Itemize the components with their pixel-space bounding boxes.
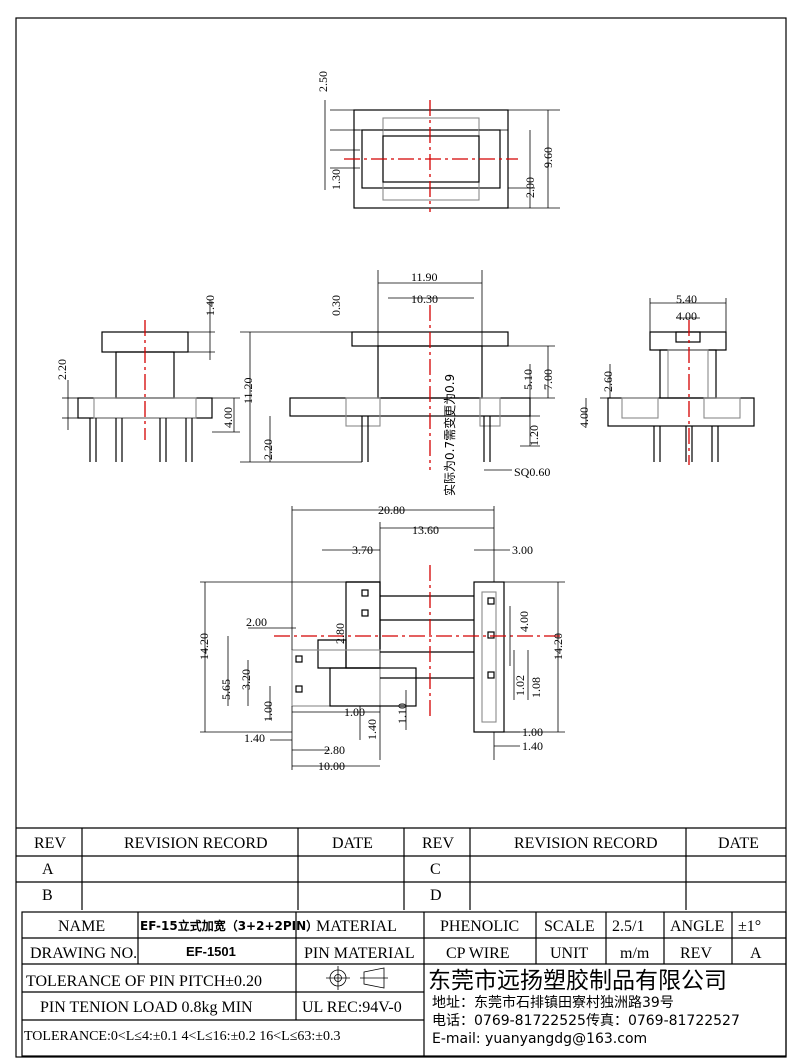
- bottom-dim-15: 1.10: [395, 703, 409, 724]
- rev-value: A: [750, 945, 762, 962]
- bottom-dim-13: 1.00: [344, 705, 365, 719]
- bottom-dim-10: 5.65: [219, 679, 233, 700]
- front-dim-1: 11.90: [411, 270, 438, 284]
- front-dim-9: SQ0.60: [514, 465, 550, 479]
- angle-label: ANGLE: [670, 918, 724, 935]
- bottom-dim-18: 10.00: [318, 759, 345, 773]
- bottom-dim-5: 2.00: [246, 615, 267, 629]
- company-name: 东莞市远扬塑胶制品有限公司: [428, 968, 727, 994]
- bottom-dim-7: 14.20: [197, 633, 211, 660]
- unit-label: UNIT: [550, 945, 588, 962]
- bottom-dim-22: 1.40: [522, 739, 543, 753]
- top-dim-2: 1.30: [329, 169, 343, 190]
- company-phone: 电话：0769-81722525传真：0769-81722527: [432, 1013, 740, 1029]
- name-label: NAME: [58, 918, 105, 935]
- material-label: MATERIAL: [316, 918, 397, 935]
- top-dim-1: 2.50: [316, 71, 330, 92]
- front-dim-4: 11.20: [241, 377, 255, 404]
- bottom-dim-12: 1.00: [261, 701, 275, 722]
- rev-header-left: REV: [34, 835, 66, 852]
- front-dim-2: 10.30: [411, 292, 438, 306]
- revision-record-header-right: REVISION RECORD: [514, 835, 658, 852]
- pin-tension: PIN TENION LOAD 0.8kg MIN: [40, 999, 253, 1016]
- drawing-no-value: EF-1501: [186, 944, 236, 959]
- bottom-dim-20: 1.08: [529, 677, 543, 698]
- bottom-dim-2: 13.60: [412, 523, 439, 537]
- rev-label: REV: [680, 945, 712, 962]
- company-address: 地址：东莞市石排镇田寮村独洲路39号: [432, 994, 674, 1011]
- right-dim-3: 2.60: [601, 371, 615, 392]
- top-dim-3: 9.60: [541, 147, 555, 168]
- pin-material-value: CP WIRE: [446, 945, 510, 962]
- drawing-no-label: DRAWING NO.: [30, 945, 137, 962]
- right-view: 5.40 4.00 2.60 4.00: [577, 292, 755, 465]
- tolerance-general: TOLERANCE:0<L≤4:±0.1 4<L≤16:±0.2 16<L≤63…: [24, 1029, 340, 1044]
- right-dim-4: 4.00: [577, 407, 591, 428]
- pin-material-label: PIN MATERIAL: [304, 945, 415, 962]
- name-value: EF-15立式加宽（3+2+2PIN）: [140, 918, 318, 933]
- rev-row-a: A: [42, 861, 54, 878]
- bottom-dim-11: 3.20: [239, 669, 253, 690]
- scale-value: 2.5/1: [612, 918, 644, 935]
- date-header-right: DATE: [718, 835, 759, 852]
- bottom-dim-6: 2.80: [333, 623, 347, 644]
- front-dim-3: 0.30: [329, 295, 343, 316]
- rev-row-c: C: [430, 861, 441, 878]
- bottom-dim-4: 3.00: [512, 543, 533, 557]
- title-block: NAME EF-15立式加宽（3+2+2PIN） MATERIAL PHENOL…: [21, 911, 787, 1057]
- bottom-view: 20.80 13.60 3.70 3.00 2.00 2.80 14.20 4.…: [197, 503, 565, 773]
- projection-symbol-icon: [326, 966, 388, 990]
- unit-value: m/m: [620, 945, 650, 962]
- rev-header-right: REV: [422, 835, 454, 852]
- bottom-dim-14: 1.40: [365, 719, 379, 740]
- top-dim-4: 2.00: [523, 177, 537, 198]
- angle-value: ±1°: [738, 918, 761, 935]
- left-view: 1.40 2.20 4.00: [55, 295, 240, 462]
- ul-rec: UL REC:94V-0: [302, 999, 402, 1016]
- bottom-dim-9: 14.20: [551, 633, 565, 660]
- rev-row-d: D: [430, 887, 442, 904]
- bottom-dim-16: 1.40: [244, 731, 265, 745]
- right-dim-1: 5.40: [676, 292, 697, 306]
- left-dim-1: 1.40: [203, 295, 217, 316]
- front-dim-7: 7.00: [541, 369, 555, 390]
- revision-table: REV REVISION RECORD DATE REV REVISION RE…: [16, 827, 786, 910]
- front-dim-8: 1.20: [527, 425, 541, 446]
- material-value: PHENOLIC: [440, 918, 519, 935]
- bottom-dim-8: 4.00: [517, 611, 531, 632]
- top-view: 2.50 1.30 9.60 2.00: [316, 71, 560, 212]
- bottom-dim-3: 3.70: [352, 543, 373, 557]
- rev-row-b: B: [42, 887, 53, 904]
- bottom-dim-21: 1.00: [522, 725, 543, 739]
- scale-label: SCALE: [544, 918, 595, 935]
- left-dim-2: 2.20: [55, 359, 69, 380]
- front-view: 11.90 10.30 0.30 11.20 2.20 5.10 7.00 1.…: [240, 270, 555, 496]
- tolerance-pitch: TOLERANCE OF PIN PITCH±0.20: [26, 973, 262, 990]
- bottom-dim-17: 2.80: [324, 743, 345, 757]
- sheet-border: [15, 17, 787, 1058]
- date-header-left: DATE: [332, 835, 373, 852]
- front-note: 实际为0.7需变更为0.9: [442, 374, 457, 496]
- front-dim-6: 5.10: [521, 369, 535, 390]
- bottom-dim-1: 20.80: [378, 503, 405, 517]
- left-dim-3: 4.00: [221, 407, 235, 428]
- bottom-dim-19: 1.02: [513, 675, 527, 696]
- revision-record-header-left: REVISION RECORD: [124, 835, 268, 852]
- company-email: E-mail: yuanyangdg@163.com: [432, 1031, 647, 1047]
- right-dim-2: 4.00: [676, 309, 697, 323]
- front-dim-5: 2.20: [261, 439, 275, 460]
